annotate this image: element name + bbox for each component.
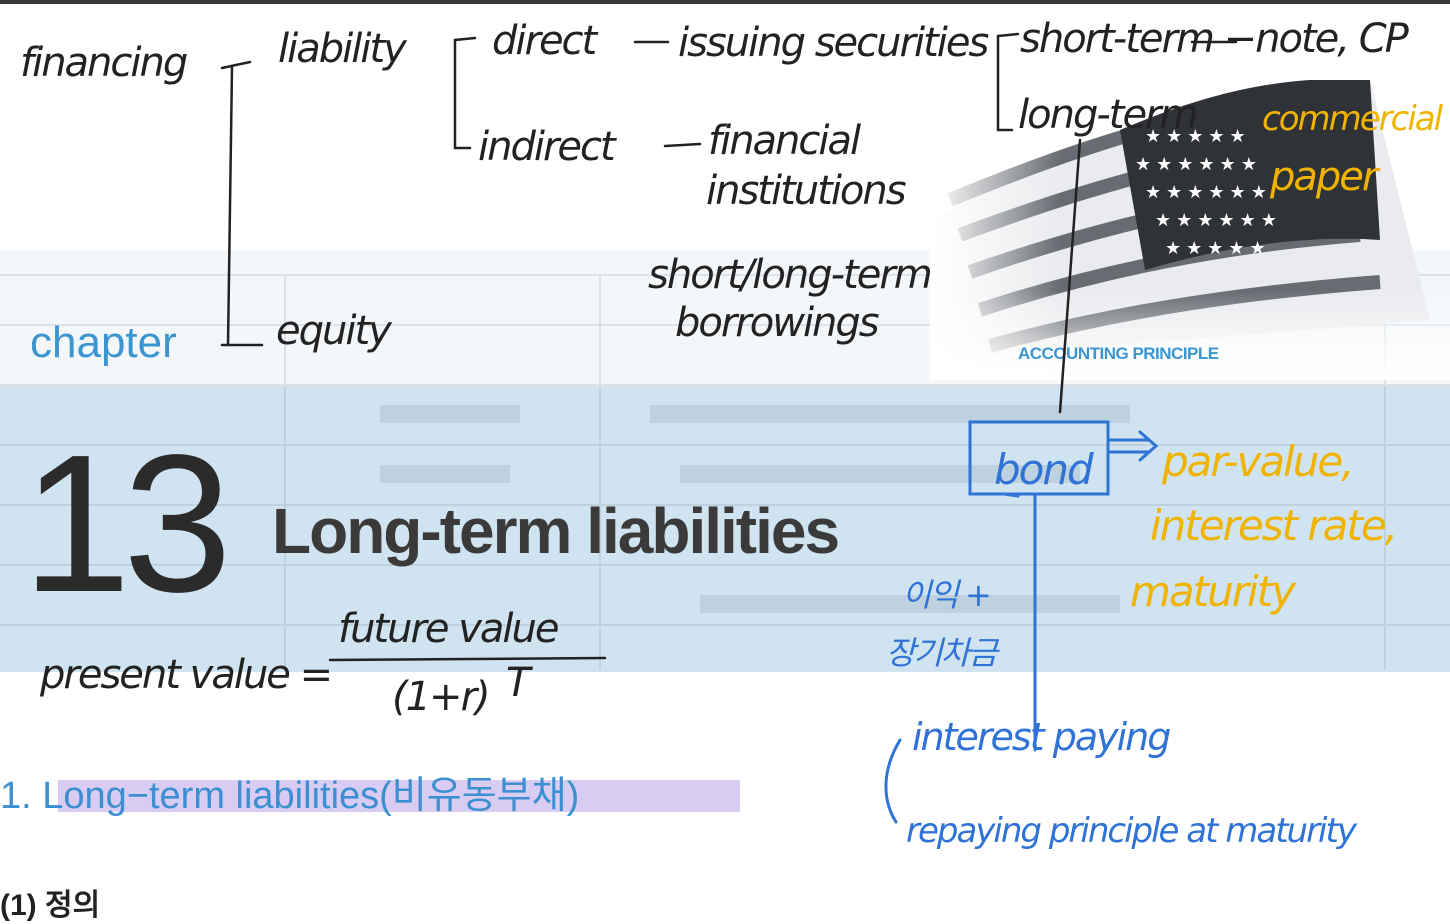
exponent-note: T: [506, 660, 534, 706]
short-long-term-note: short/long-term: [648, 252, 931, 298]
repaying-note: repaying principle at maturity: [906, 811, 1358, 851]
par-value-note: par-value,: [1161, 437, 1353, 486]
financial-note: financial: [708, 118, 861, 164]
korean-note-line2: 장기차금: [886, 634, 1000, 672]
bond-note: bond: [994, 445, 1094, 494]
top-border: [0, 0, 1450, 4]
faded-table-watermark: [0, 274, 1450, 670]
interest-rate-note: interest rate,: [1150, 501, 1396, 550]
section-heading: 1. Long−term liabilities(비유동부채): [0, 775, 580, 817]
institutions-note: institutions: [706, 168, 906, 214]
commercial-note: commercial: [1262, 99, 1444, 139]
borrowings-note: borrowings: [675, 300, 879, 346]
equity-note: equity: [276, 308, 393, 354]
indirect-note: indirect: [478, 124, 617, 170]
blue-background-band: [0, 386, 1450, 672]
highlighter-mark: [58, 780, 740, 812]
chapter-label: chapter: [30, 318, 177, 367]
direct-note: direct: [492, 18, 599, 64]
issuing-securities-note: issuing securities: [678, 20, 988, 66]
long-term-note: long-term: [1018, 92, 1197, 138]
short-term-note: short-term −note, CP: [1020, 16, 1410, 62]
chapter-number: 13: [22, 414, 232, 633]
handwritten-annotations: financing liability direct issuing secur…: [20, 16, 1446, 851]
interest-paying-note: interest paying: [912, 715, 1170, 759]
financing-note: financing: [20, 40, 187, 86]
american-flag-image: ★ ★ ★ ★ ★ ★ ★ ★ ★ ★ ★ ★ ★ ★ ★ ★ ★ ★ ★ ★ …: [930, 60, 1450, 380]
future-value-note: future value: [338, 606, 558, 652]
chapter-title: Long-term liabilities: [272, 495, 840, 567]
bond-box: [968, 420, 1110, 496]
present-value-note: present value =: [39, 652, 331, 698]
denominator-note: (1+r): [392, 674, 489, 720]
liability-note: liability: [278, 26, 408, 72]
maturity-note: maturity: [1130, 567, 1297, 616]
header-tag: ACCOUNTING PRINCIPLE: [1018, 344, 1219, 363]
korean-note-line1: 이익 +: [902, 576, 990, 614]
paper-note: paper: [1269, 154, 1381, 200]
